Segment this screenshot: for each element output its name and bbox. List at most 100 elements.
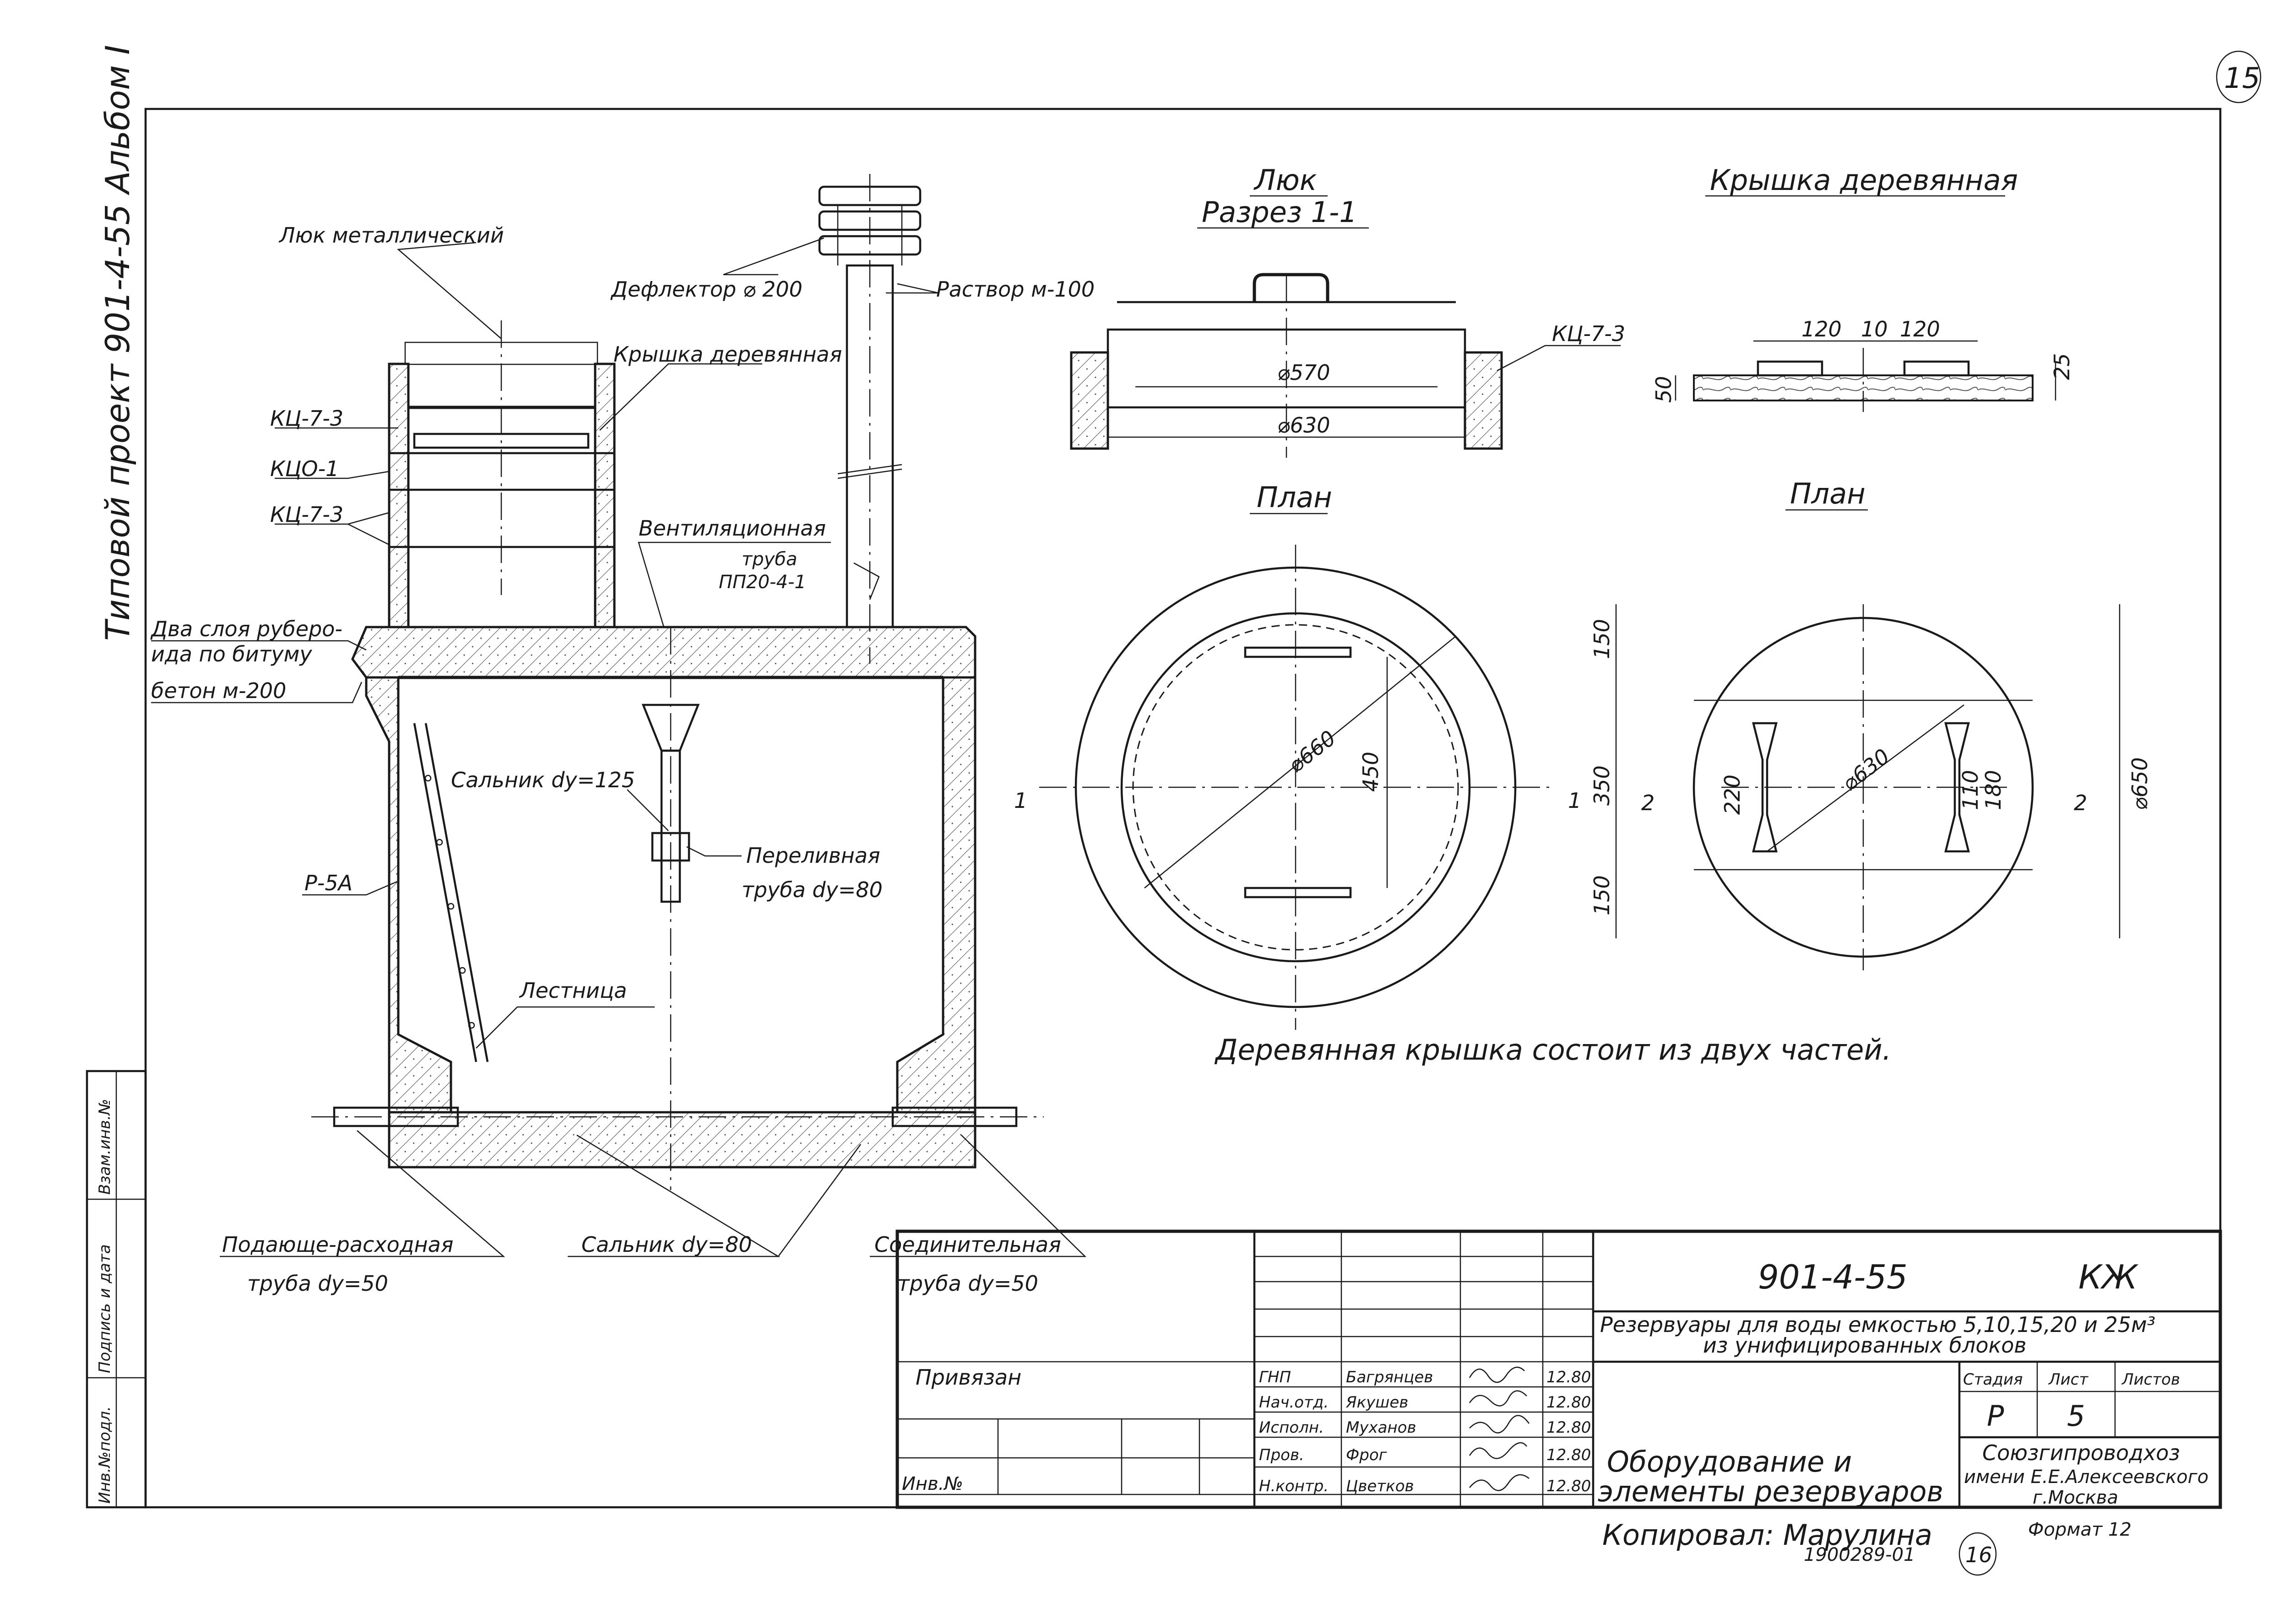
label-kc73-top: КЦ-7-3	[270, 406, 343, 431]
tb-date-1: 12.80	[1546, 1368, 1591, 1386]
hatch-dim450: 450	[1358, 752, 1383, 792]
label-connect-1: Соединительная	[874, 1232, 1061, 1257]
cover-dim110: 110	[1958, 770, 1983, 810]
tb-project-code: 901-4-55	[1758, 1258, 1908, 1296]
cover-dim50: 50	[1651, 376, 1676, 403]
hatch-d570: ⌀570	[1277, 360, 1330, 385]
cover-dim10: 10	[1861, 317, 1888, 341]
tb-role-3: Исполн.	[1259, 1418, 1324, 1437]
label-kc73-bottom: КЦ-7-3	[270, 502, 343, 527]
cover-title: Крышка деревянная	[1710, 163, 2018, 197]
page-number: 15	[2224, 61, 2260, 95]
reservoir-section: Люк металлический Дефлектор ⌀ 200 Раство…	[150, 174, 1095, 1296]
cover-detail: Крышка деревянная 120 10 120 50 25 План …	[1214, 163, 2152, 1066]
cover-dim120b: 120	[1900, 317, 1940, 341]
label-hatch-metal-1: Люк металлический	[278, 223, 504, 248]
cover-sec-left: 2	[1641, 790, 1654, 815]
tb-bound: Привязан	[916, 1365, 1021, 1390]
tb-org-1: Союзгипроводхоз	[1982, 1440, 2180, 1465]
stamp-signature: Подпись и дата	[96, 1244, 114, 1373]
stamp-inv: Инв.№подл.	[96, 1406, 114, 1504]
tb-date-2: 12.80	[1546, 1393, 1591, 1412]
tb-role-5: Н.контр.	[1259, 1477, 1329, 1495]
hatch-title: Люк	[1253, 163, 1317, 197]
cover-dim25: 25	[2050, 353, 2074, 380]
tb-stage: Р	[1987, 1399, 2004, 1433]
hatch-subtitle: Разрез 1-1	[1202, 195, 1357, 229]
hatch-sec-left: 1	[1014, 788, 1027, 813]
tb-name-1: Багрянцев	[1346, 1368, 1433, 1386]
tb-name-4: Фрог	[1346, 1446, 1388, 1464]
page-number-bottom-circle	[1958, 1532, 1997, 1576]
label-deflector: Дефлектор ⌀ 200	[610, 277, 803, 302]
label-vent-pipe-2: труба	[742, 549, 797, 570]
cover-dim350: 350	[1589, 765, 1614, 806]
stamp-replace: Взам.инв.№	[96, 1099, 114, 1195]
tb-org-2: имени Е.Е.Алексеевского	[1964, 1467, 2208, 1488]
label-vent-pipe-1: Вентиляционная	[639, 516, 826, 541]
hatch-d630: ⌀630	[1277, 413, 1330, 438]
hatch-d660: ⌀660	[1284, 725, 1340, 778]
tb-date-3: 12.80	[1546, 1418, 1591, 1437]
label-roofing-2: ида по битуму	[151, 642, 312, 666]
tb-sheet-name-1: Оборудование и	[1607, 1445, 1852, 1478]
cover-dim220: 220	[1720, 774, 1745, 815]
label-roofing-1: Два слоя руберо-	[150, 617, 342, 641]
tb-sheet: 5	[2067, 1399, 2085, 1433]
tb-role-1: ГНП	[1259, 1368, 1291, 1386]
hatch-sec-right: 1	[1568, 788, 1581, 813]
tb-mark: КЖ	[2078, 1258, 2139, 1296]
label-ladder: Лестница	[519, 978, 627, 1003]
cover-dim120a: 120	[1801, 317, 1842, 341]
tb-title-2: из унифицированных блоков	[1703, 1333, 2027, 1358]
left-stamp: Инв.№подл. Подпись и дата Взам.инв.№	[86, 1070, 147, 1509]
label-overflow-1: Переливная	[746, 843, 880, 868]
side-project-title: Типовой проект 901-4-55 Альбом I	[98, 45, 137, 641]
title-block: 901-4-55 КЖ Резервуары для воды емкостью…	[895, 1229, 2222, 1509]
tb-title-1: Резервуары для воды емкостью 5,10,15,20 …	[1600, 1312, 2155, 1337]
label-r5a: Р-5А	[304, 871, 353, 895]
signatures	[1469, 1366, 1530, 1491]
archive-no: 1900289-01	[1804, 1544, 1915, 1565]
cover-d630: ⌀630	[1838, 744, 1894, 796]
tb-name-2: Якушев	[1345, 1393, 1408, 1412]
cover-plan-title: План	[1790, 477, 1866, 510]
tb-role-2: Нач.отд.	[1259, 1393, 1329, 1412]
tb-inv-no: Инв.№	[902, 1473, 963, 1494]
label-concrete: бетон м-200	[151, 678, 286, 703]
cover-sec-right: 2	[2074, 790, 2087, 815]
tb-date-5: 12.80	[1546, 1477, 1591, 1495]
tb-stage-label: Стадия	[1963, 1370, 2023, 1389]
label-gland-80: Сальник dy=80	[581, 1232, 752, 1257]
cover-dim150b: 150	[1589, 875, 1614, 915]
hatch-detail: Люк Разрез 1-1 ⌀570 ⌀630 КЦ-7-3 План ⌀66…	[1014, 163, 1625, 1030]
label-gland-125: Сальник dy=125	[451, 768, 635, 792]
format: Формат 12	[2028, 1519, 2132, 1540]
tb-sheets-label: Листов	[2121, 1370, 2180, 1389]
copied-by: Копировал: Марулина	[1602, 1518, 1932, 1552]
label-vent-pipe-3: ПП20-4-1	[719, 572, 806, 593]
cover-note: Деревянная крышка состоит из двух частей…	[1214, 1033, 1891, 1066]
label-supply-2: труба dy=50	[247, 1271, 388, 1296]
hatch-kc73: КЦ-7-3	[1552, 321, 1625, 346]
hatch-plan-title: План	[1257, 481, 1332, 514]
tb-org-3: г.Москва	[2033, 1487, 2118, 1508]
cover-d650: ⌀650	[2127, 758, 2152, 811]
tb-date-4: 12.80	[1546, 1446, 1591, 1464]
tb-role-4: Пров.	[1259, 1446, 1304, 1464]
label-overflow-2: труба dy=80	[742, 877, 883, 902]
tb-sheet-name-2: элементы резервуаров	[1598, 1475, 1943, 1508]
label-kco1: КЦО-1	[270, 456, 339, 481]
tb-name-3: Муханов	[1346, 1418, 1416, 1437]
label-supply-1: Подающе-расходная	[222, 1232, 453, 1257]
label-mortar: Раствор м-100	[936, 277, 1095, 302]
tb-name-5: Цветков	[1346, 1477, 1414, 1495]
label-connect-2: труба dy=50	[897, 1271, 1038, 1296]
cover-dim180: 180	[1981, 770, 2006, 810]
page-number-circle	[2216, 50, 2262, 103]
page-number-bottom: 16	[1965, 1543, 1992, 1567]
label-wooden-cover: Крышка деревянная	[613, 342, 842, 367]
tb-sheet-label: Лист	[2048, 1370, 2088, 1389]
cover-dim150a: 150	[1589, 619, 1614, 659]
